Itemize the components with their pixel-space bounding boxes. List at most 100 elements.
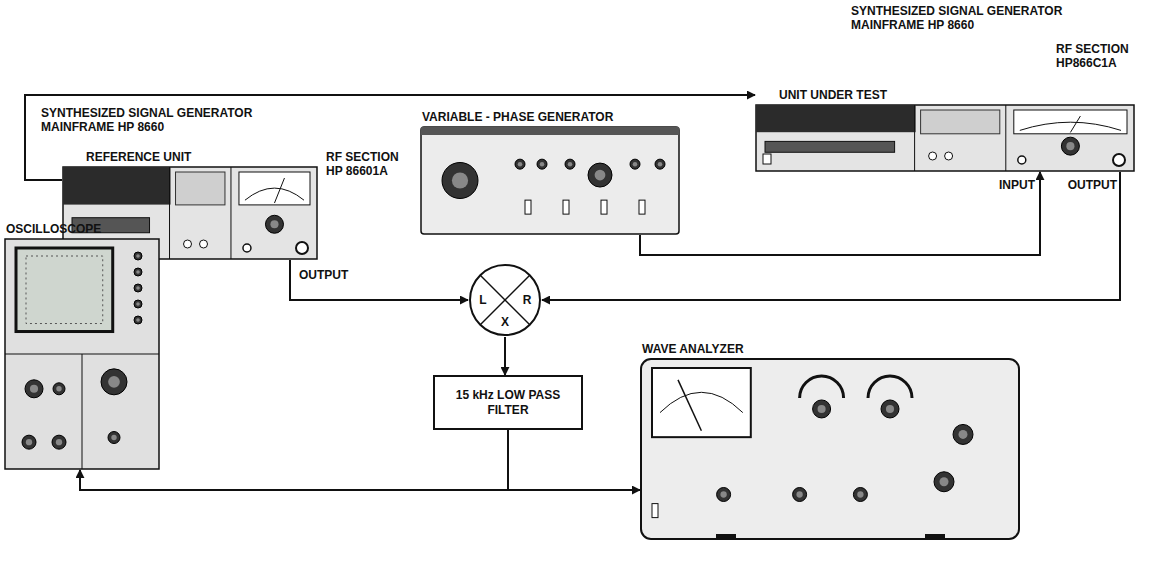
oscilloscope: OSCILLOSCOPE xyxy=(4,222,160,470)
instrument-detail xyxy=(959,430,968,439)
instrument-detail xyxy=(563,200,569,214)
cable xyxy=(290,260,468,300)
instrument-detail xyxy=(601,200,607,214)
instrument-detail xyxy=(921,110,1000,134)
instrument-detail xyxy=(111,435,116,440)
instrument-detail xyxy=(274,178,284,203)
instrument-detail xyxy=(134,316,142,324)
instrument-detail xyxy=(63,167,171,205)
instrument-detail xyxy=(796,491,802,497)
instrument-detail xyxy=(101,369,127,395)
instrument-detail xyxy=(641,359,1019,539)
instrument-detail xyxy=(525,200,531,214)
instrument-label: VARIABLE - PHASE GENERATOR xyxy=(420,110,680,124)
instrument-detail xyxy=(660,392,743,412)
instrument-detail xyxy=(136,270,140,274)
instrument-detail xyxy=(136,302,140,306)
phase-generator-body xyxy=(420,126,680,235)
callout-label: OUTPUT xyxy=(1062,178,1118,192)
instrument-detail xyxy=(108,376,120,388)
cable xyxy=(508,430,640,490)
signal-generator: UNIT UNDER TEST xyxy=(755,88,1135,172)
instrument-detail xyxy=(633,162,638,167)
instrument-detail xyxy=(56,439,62,445)
instrument-detail xyxy=(717,488,731,502)
instrument-detail xyxy=(26,439,32,445)
instrument-detail xyxy=(5,239,159,469)
instrument-detail xyxy=(756,105,1134,171)
instrument-detail xyxy=(518,162,523,167)
instrument-detail xyxy=(134,252,142,260)
instrument-detail xyxy=(537,159,547,169)
instrument-detail xyxy=(953,424,973,444)
instrument-detail xyxy=(470,265,540,335)
instrument-detail xyxy=(200,240,208,248)
instrument-detail xyxy=(857,491,863,497)
instrument-detail xyxy=(134,300,142,308)
instrument-detail xyxy=(940,477,949,486)
instrument-detail xyxy=(678,380,701,431)
instrument-detail xyxy=(169,167,170,259)
instrument-detail xyxy=(914,105,915,171)
instrument-detail xyxy=(595,170,606,181)
instrument-detail xyxy=(1070,116,1080,132)
instrument-detail xyxy=(1005,105,1006,171)
callout-label: INPUT xyxy=(990,178,1036,192)
filter-label: 15 kHz LOW PASS FILTER xyxy=(435,382,581,424)
instrument-detail xyxy=(1113,154,1125,166)
oscilloscope-body xyxy=(4,238,160,470)
instrument-detail xyxy=(265,215,283,233)
instrument-detail xyxy=(868,376,912,398)
instrument-detail xyxy=(239,172,310,205)
instrument-detail xyxy=(818,405,826,413)
instrument-detail xyxy=(243,244,251,252)
instrument-detail xyxy=(565,159,575,169)
instrument-detail xyxy=(22,435,36,449)
callout-label: OUTPUT xyxy=(298,268,349,282)
wave-analyzer: WAVE ANALYZER xyxy=(640,342,1020,540)
instrument-detail xyxy=(763,154,771,164)
instrument-detail xyxy=(540,162,545,167)
instrument-detail xyxy=(1061,137,1079,155)
instrument-detail xyxy=(108,432,120,444)
instrument-detail xyxy=(929,152,937,160)
instrument-detail xyxy=(452,172,468,188)
instrument-detail xyxy=(658,162,663,167)
instrument-detail xyxy=(853,488,867,502)
instrument-detail xyxy=(588,163,612,187)
instrument-detail xyxy=(716,534,736,540)
instrument-label: OSCILLOSCOPE xyxy=(4,222,160,236)
instrument-detail xyxy=(16,248,113,332)
instrument-detail xyxy=(136,254,140,258)
instrument-detail xyxy=(720,491,726,497)
instrument-detail xyxy=(886,405,894,413)
instrument-detail xyxy=(765,141,895,152)
instrument-detail xyxy=(442,163,478,199)
instrument-detail xyxy=(421,127,679,135)
instrument-detail xyxy=(1018,156,1026,164)
cable xyxy=(640,172,1040,255)
instrument-detail xyxy=(52,435,66,449)
instrument-detail xyxy=(245,188,304,200)
instrument-label: UNIT UNDER TEST xyxy=(755,88,1135,102)
instrument-detail xyxy=(881,400,899,418)
instrument-detail xyxy=(30,385,38,393)
instrument-detail xyxy=(82,354,83,469)
instrument-detail xyxy=(568,162,573,167)
instrument-detail xyxy=(230,167,231,259)
instrument-detail xyxy=(136,286,140,290)
port-letter: X xyxy=(501,316,509,328)
mixer-symbol: LRX xyxy=(468,263,542,337)
instrument-detail xyxy=(25,380,43,398)
instrument-detail xyxy=(421,127,679,234)
instrument-detail xyxy=(655,159,665,169)
instrument-detail xyxy=(296,242,308,254)
cable xyxy=(504,337,506,375)
instrument-detail xyxy=(26,256,103,324)
instrument-detail xyxy=(176,172,225,205)
instrument-detail xyxy=(813,400,831,418)
instrument-detail xyxy=(793,488,807,502)
instrument-detail xyxy=(652,368,751,437)
signal-generator-body xyxy=(755,104,1135,172)
instrument-detail xyxy=(925,534,945,540)
